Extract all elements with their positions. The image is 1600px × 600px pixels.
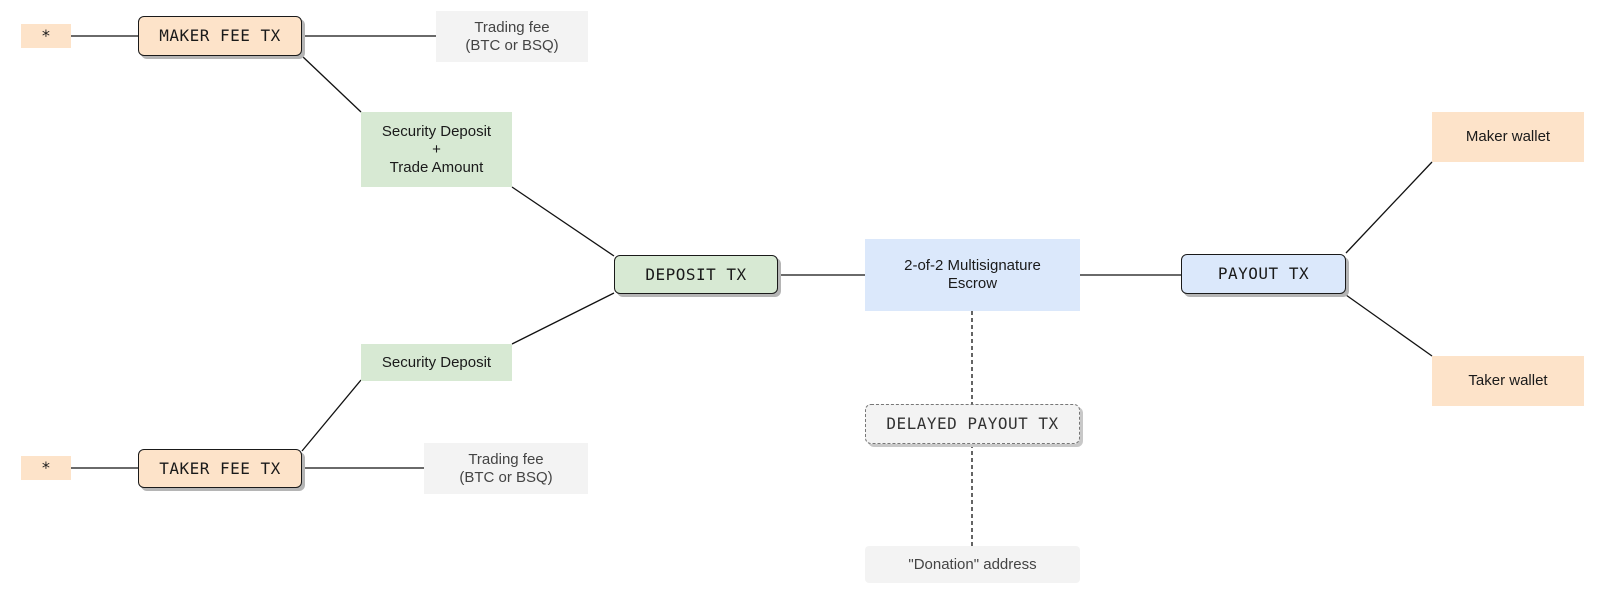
donation-address: "Donation" address (865, 546, 1080, 583)
taker-wallet: Taker wallet (1432, 356, 1584, 406)
edge-payout-tx-to-taker-wallet (1345, 294, 1433, 357)
edge-maker-fee-to-deposit-amount (301, 55, 362, 113)
taker-fee-tx: TAKER FEE TX (138, 449, 302, 488)
edge-security-deposit-to-deposit-tx (511, 292, 615, 345)
taker-input-star: * (21, 456, 71, 480)
delayed-payout-tx: DELAYED PAYOUT TX (865, 404, 1080, 444)
edge-deposit-amount-to-deposit-tx (511, 186, 615, 257)
maker-trading-fee: Trading fee (BTC or BSQ) (436, 11, 588, 62)
multisig-escrow: 2-of-2 Multisignature Escrow (865, 239, 1080, 311)
edge-taker-fee-to-security-deposit (301, 379, 362, 452)
edge-payout-tx-to-maker-wallet (1345, 161, 1433, 254)
taker-trading-fee: Trading fee (BTC or BSQ) (424, 443, 588, 494)
maker-wallet: Maker wallet (1432, 112, 1584, 162)
security-deposit-trade-amount: Security Deposit + Trade Amount (361, 112, 512, 187)
deposit-tx: DEPOSIT TX (614, 255, 778, 294)
security-deposit: Security Deposit (361, 344, 512, 381)
maker-fee-tx: MAKER FEE TX (138, 16, 302, 56)
maker-input-star: * (21, 24, 71, 48)
payout-tx: PAYOUT TX (1181, 254, 1346, 294)
